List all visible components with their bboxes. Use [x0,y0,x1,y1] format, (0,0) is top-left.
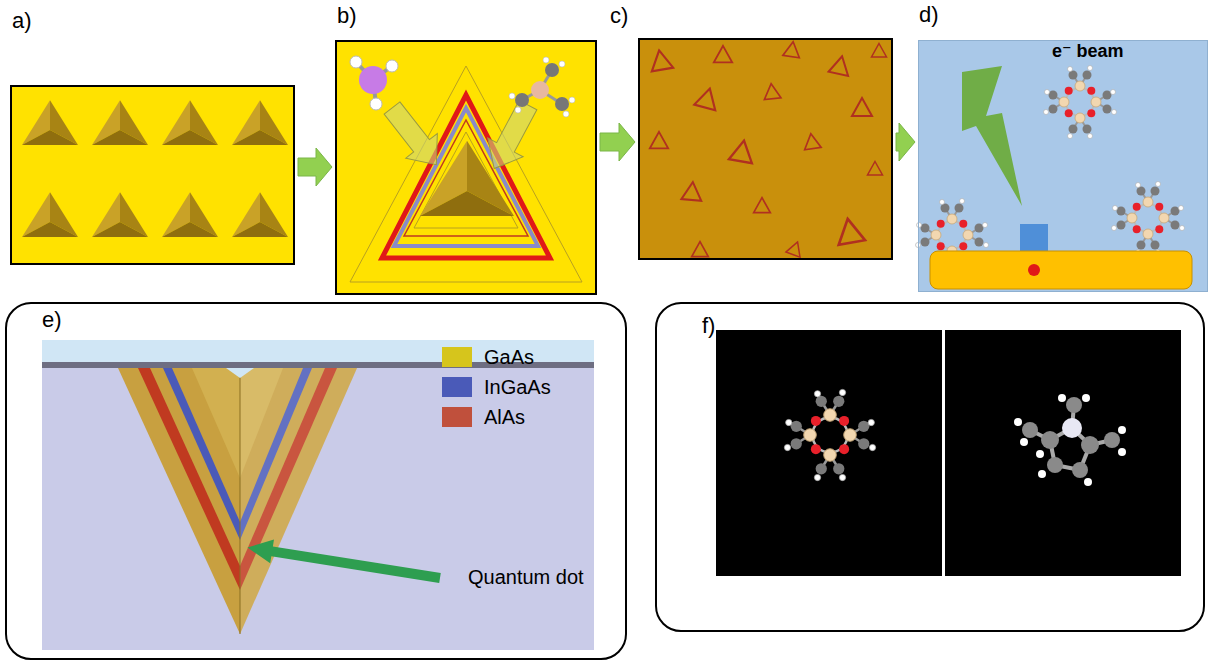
beam-label: e⁻ beam [1052,42,1124,62]
legend-row: AlAs [442,402,551,432]
panel-label: a) [12,9,32,33]
legend-swatch [442,377,472,397]
legend-swatch [442,347,472,367]
legend-swatch [442,407,472,427]
legend-text: GaAs [484,346,534,369]
legend-text: InGaAs [484,376,551,399]
panel: f) [655,302,1205,632]
panel-label: e) [42,308,62,332]
legend-row: GaAs [442,342,551,372]
panel: b) [335,40,597,295]
panel-label: c) [610,4,628,28]
callout-label: Quantum dot [468,566,584,588]
process-arrow [896,123,915,161]
panel: c) [638,38,893,260]
panel-label: f) [702,314,715,338]
legend-text: AlAs [484,406,525,429]
panel: a) [10,85,295,265]
process-arrow [298,148,332,186]
panel-label: d) [919,3,939,27]
panel-label: b) [337,4,357,28]
process-arrow [600,123,635,161]
legend: GaAsInGaAsAlAs [442,342,551,432]
panel: d) [918,40,1208,292]
legend-row: InGaAs [442,372,551,402]
